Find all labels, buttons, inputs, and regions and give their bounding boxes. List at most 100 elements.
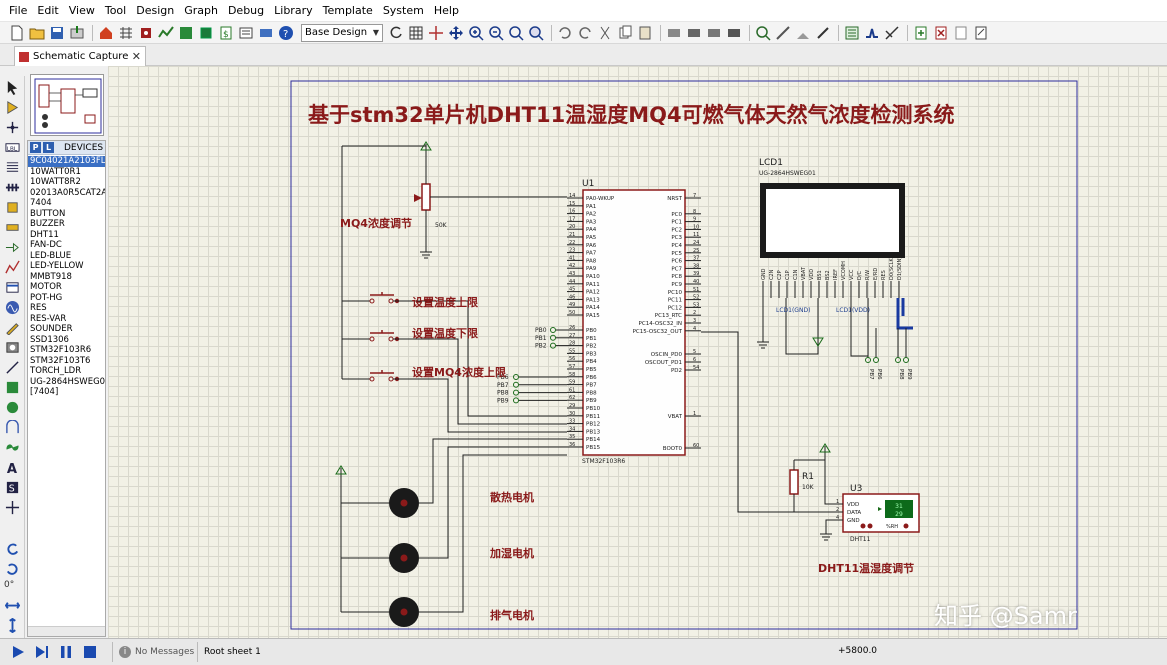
device-list-item[interactable]: 10WATT0R1 [30, 166, 81, 177]
zoom-area-icon[interactable] [527, 24, 545, 42]
overview-window[interactable] [30, 74, 104, 136]
open-folder-icon[interactable] [28, 24, 46, 42]
new-file-icon[interactable] [8, 24, 26, 42]
step-simulation-icon[interactable] [32, 642, 52, 662]
play-simulation-icon[interactable] [8, 642, 28, 662]
rotate-anticlockwise-icon[interactable] [3, 560, 21, 578]
exit-to-parent-icon[interactable] [952, 24, 970, 42]
device-pin-icon[interactable] [3, 238, 21, 256]
text-tool-icon[interactable]: A [3, 458, 21, 476]
block-delete-icon[interactable] [725, 24, 743, 42]
device-list-item[interactable]: FAN-DC [30, 240, 62, 250]
component-mode-icon[interactable] [3, 98, 21, 116]
menu-graph[interactable]: Graph [184, 3, 218, 17]
zoom-all-icon[interactable] [507, 24, 525, 42]
device-list-item[interactable]: RES [30, 303, 47, 313]
device-list-item[interactable]: [7404] [30, 387, 59, 397]
simulation-graph-icon[interactable] [157, 24, 175, 42]
menu-tool[interactable]: Tool [104, 3, 127, 17]
block-move-icon[interactable] [685, 24, 703, 42]
import-icon[interactable] [68, 24, 86, 42]
zoom-out-icon[interactable] [487, 24, 505, 42]
make-device-icon[interactable] [774, 24, 792, 42]
copy-icon[interactable] [616, 24, 634, 42]
grid-toggle-icon[interactable] [407, 24, 425, 42]
undo-icon[interactable] [556, 24, 574, 42]
search-tag-icon[interactable] [863, 24, 881, 42]
menu-help[interactable]: Help [433, 3, 459, 17]
notes-icon[interactable] [237, 24, 255, 42]
menu-system[interactable]: System [382, 3, 424, 17]
menu-library[interactable]: Library [274, 3, 313, 17]
cut-icon[interactable] [596, 24, 614, 42]
menu-debug[interactable]: Debug [227, 3, 265, 17]
device-list-item[interactable]: MOTOR [30, 282, 62, 292]
device-list-item[interactable]: 10WATT8R2 [30, 177, 81, 187]
device-list-item[interactable]: UG-2864HSWEG01 [30, 376, 105, 387]
device-list-item[interactable]: STM32F103R6 [30, 345, 92, 355]
pan-icon[interactable] [447, 24, 465, 42]
pick-device-icon[interactable] [754, 24, 772, 42]
device-list-item[interactable]: SOUNDER [30, 324, 73, 334]
pick-device-button[interactable]: P [30, 142, 41, 153]
bill-icon[interactable]: $ [217, 24, 235, 42]
origin-icon[interactable] [427, 24, 445, 42]
mirror-vertical-icon[interactable] [3, 616, 21, 634]
pcb-icon[interactable] [137, 24, 155, 42]
design-explorer-icon[interactable] [972, 24, 990, 42]
delete-sheet-icon[interactable] [932, 24, 950, 42]
gerber-icon[interactable] [257, 24, 275, 42]
stop-simulation-icon[interactable] [80, 642, 100, 662]
device-list-item[interactable]: 7404 [30, 198, 52, 208]
selection-mode-icon[interactable] [3, 78, 21, 96]
rotation-angle[interactable]: 0° [4, 580, 15, 590]
box-tool-icon[interactable] [3, 378, 21, 396]
subcircuit-icon[interactable] [3, 198, 21, 216]
device-list-scrollbar[interactable] [28, 626, 105, 636]
property-tool-icon[interactable] [883, 24, 901, 42]
line-tool-icon[interactable] [3, 358, 21, 376]
device-list-item[interactable]: BUTTON [30, 208, 66, 219]
paste-icon[interactable] [636, 24, 654, 42]
menu-template[interactable]: Template [322, 3, 373, 17]
path-tool-icon[interactable] [3, 438, 21, 456]
menu-edit[interactable]: Edit [37, 3, 59, 17]
decompose-icon[interactable] [814, 24, 832, 42]
tab-schematic-capture[interactable]: Schematic Capture ✕ [14, 46, 146, 66]
home-icon[interactable] [97, 24, 115, 42]
pause-simulation-icon[interactable] [56, 642, 76, 662]
menu-file[interactable]: File [9, 3, 28, 17]
save-icon[interactable] [48, 24, 66, 42]
library-manager-button[interactable]: L [43, 142, 54, 153]
marker-tool-icon[interactable] [3, 498, 21, 516]
new-sheet-icon[interactable] [912, 24, 930, 42]
wire-label-icon[interactable]: LBL [3, 138, 21, 156]
device-list-item[interactable]: POT-HG [30, 292, 63, 303]
device-list-item[interactable]: STM32F103T6 [30, 355, 91, 366]
symbol-tool-icon[interactable]: S [3, 478, 21, 496]
message-box[interactable]: i No Messages [112, 642, 197, 662]
device-list-item[interactable]: DHT11 [30, 229, 59, 240]
device-list-item[interactable]: LED-BLUE [30, 250, 72, 261]
device-list-item[interactable]: MMBT918 [30, 271, 72, 282]
junction-dot-icon[interactable] [3, 118, 21, 136]
wire-autorouter-icon[interactable] [843, 24, 861, 42]
virtual-instrument-icon[interactable] [3, 338, 21, 356]
close-icon[interactable]: ✕ [131, 50, 141, 63]
arc-tool-icon[interactable] [3, 418, 21, 436]
device-list-item[interactable]: 02013A0R5CAT2A [30, 187, 105, 198]
block-rotate-icon[interactable] [705, 24, 723, 42]
3d-view-icon[interactable] [197, 24, 215, 42]
terminal-icon[interactable] [3, 218, 21, 236]
bus-icon[interactable] [3, 178, 21, 196]
mirror-horizontal-icon[interactable] [3, 596, 21, 614]
zoom-in-icon[interactable] [467, 24, 485, 42]
device-list-item[interactable]: RES-VAR [30, 313, 67, 324]
device-list-item[interactable]: LED-YELLOW [30, 261, 84, 271]
menu-view[interactable]: View [68, 3, 95, 17]
graph-mode-icon[interactable] [3, 258, 21, 276]
device-list-item[interactable]: 9C04021A2103FLH [28, 156, 105, 167]
redo-icon[interactable] [576, 24, 594, 42]
tape-recorder-icon[interactable] [3, 278, 21, 296]
